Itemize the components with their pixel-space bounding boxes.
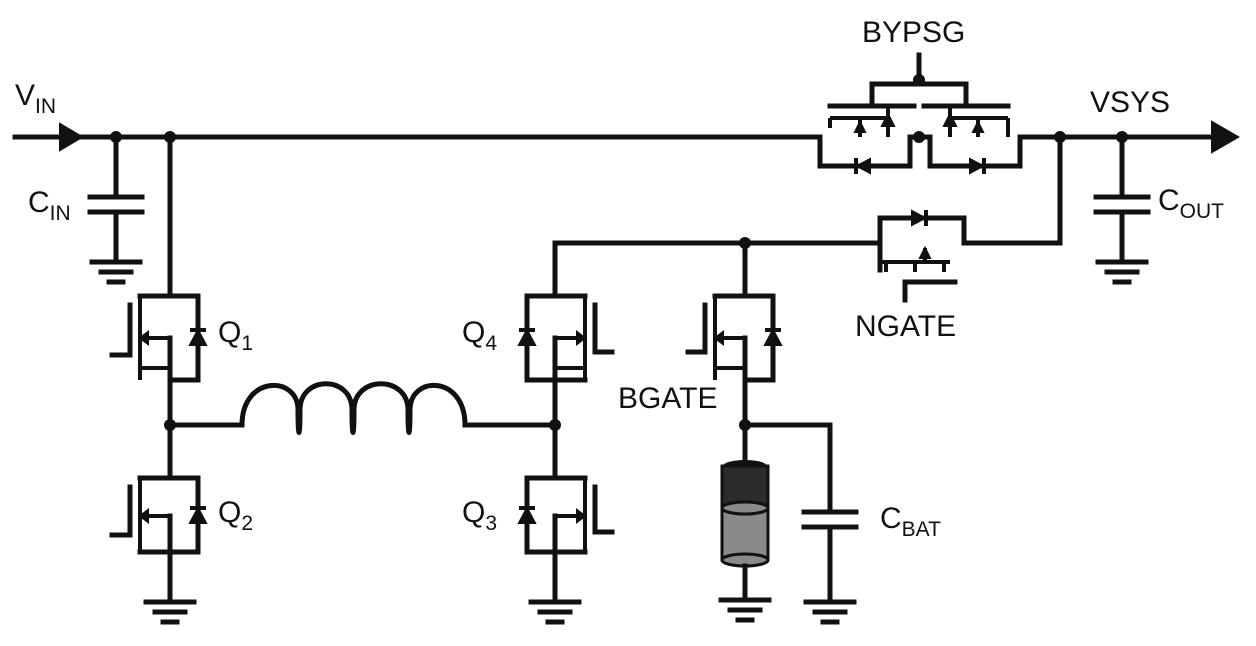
vsys-rail xyxy=(1017,120,1241,154)
bypass-fet-pair xyxy=(817,52,1023,175)
q1-label: Q1 xyxy=(218,316,253,355)
inductor xyxy=(239,381,468,435)
q3-fet xyxy=(517,422,615,622)
q2-fet xyxy=(109,422,208,622)
vsys-label: VSYS xyxy=(1090,86,1170,119)
q1-fet xyxy=(109,134,208,428)
vin-rail xyxy=(12,122,823,152)
bypsg-label: BYPSG xyxy=(862,16,965,49)
ngate-label: NGATE xyxy=(855,310,956,343)
ngate-fet xyxy=(857,134,1063,303)
q3-label: Q3 xyxy=(462,496,497,535)
q4-fet xyxy=(517,240,615,428)
cin-label: CIN xyxy=(28,186,71,225)
bgate-fet xyxy=(685,240,783,431)
vin-label: VIN xyxy=(15,79,56,118)
bgate-label: BGATE xyxy=(618,382,717,415)
cbat-label: CBAT xyxy=(880,502,941,541)
cin-capacitor xyxy=(87,134,145,282)
cbat-capacitor xyxy=(801,422,859,622)
cout-capacitor xyxy=(1093,134,1151,282)
q4-label: Q4 xyxy=(462,316,497,355)
battery xyxy=(721,422,833,620)
q2-label: Q2 xyxy=(218,496,253,535)
cout-label: COUT xyxy=(1158,184,1224,223)
sys-node-rail xyxy=(552,237,863,249)
